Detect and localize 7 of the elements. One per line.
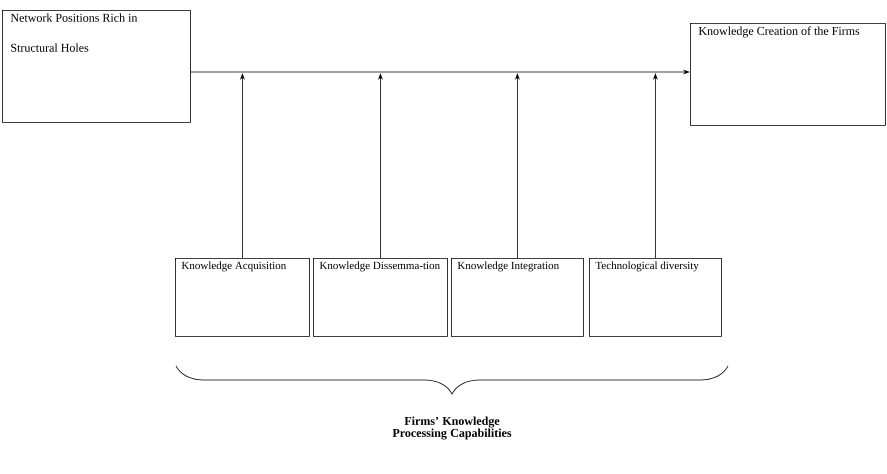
text-box: Knowledge Dissemma-tion xyxy=(313,258,448,337)
group-label: Firms’ Knowledge Processing Capabilities xyxy=(392,416,512,440)
text-box: Network Positions Rich in Structural Holes xyxy=(2,10,191,123)
text-box: Knowledge Acquisition xyxy=(175,258,310,337)
text-box: Knowledge Creation of the Firms xyxy=(690,23,886,126)
text-box: Technological diversity xyxy=(589,258,722,337)
text-box: Knowledge Integration xyxy=(451,258,584,337)
